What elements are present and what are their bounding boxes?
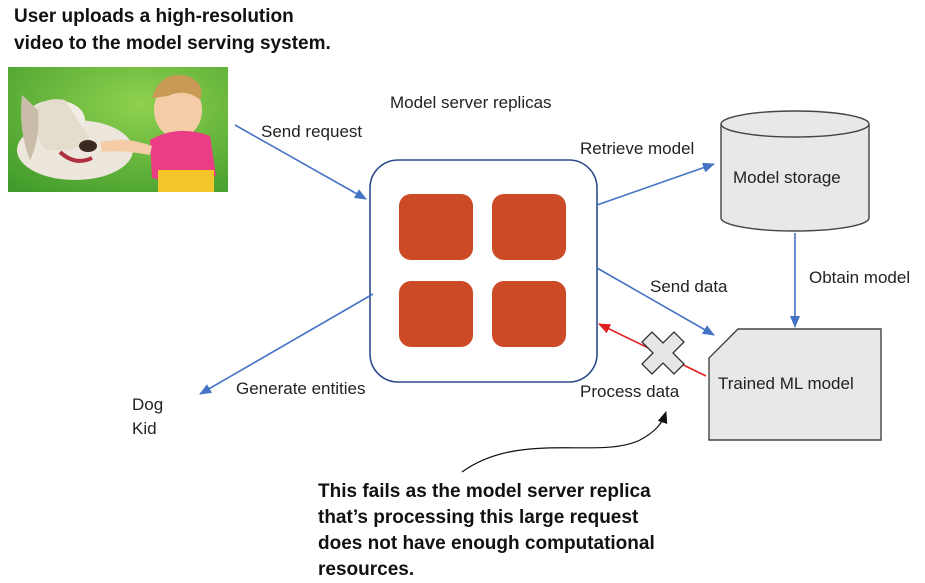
note-line-3: does not have enough computational (318, 533, 655, 554)
entity-dog: Dog (132, 395, 163, 414)
replicas-label: Model server replicas (390, 93, 552, 112)
trained-model-label: Trained ML model (718, 374, 854, 393)
retrieve-model-arrow (596, 162, 715, 206)
obtain-model-label: Obtain model (809, 268, 910, 287)
send-data-arrow (596, 267, 715, 336)
x-cross-icon (641, 331, 685, 375)
send-data-label: Send data (650, 277, 728, 296)
replica-2 (492, 194, 566, 260)
replica-1 (399, 194, 473, 260)
entity-kid: Kid (132, 419, 157, 438)
replica-4 (492, 281, 566, 347)
send-request-label: Send request (261, 122, 362, 141)
note-line-4: resources. (318, 559, 414, 578)
header-line-1: User uploads a high-resolution (14, 6, 294, 27)
note-line-1: This fails as the model server replica (318, 481, 651, 502)
generate-entities-arrow (199, 293, 374, 395)
generate-entities-label: Generate entities (236, 379, 365, 398)
annotation-pointer (461, 411, 668, 473)
note-line-2: that’s processing this large request (318, 507, 639, 528)
replica-3 (399, 281, 473, 347)
process-data-label: Process data (580, 382, 680, 401)
retrieve-model-label: Retrieve model (580, 139, 694, 158)
model-server-replicas-group (369, 159, 598, 383)
header-line-2: video to the model serving system. (14, 33, 331, 54)
model-storage-label: Model storage (733, 168, 841, 187)
dog-and-child-photo (8, 67, 228, 192)
send-request-arrow (234, 124, 367, 200)
trained-model-shape (708, 328, 882, 441)
model-storage-cylinder (720, 110, 870, 232)
